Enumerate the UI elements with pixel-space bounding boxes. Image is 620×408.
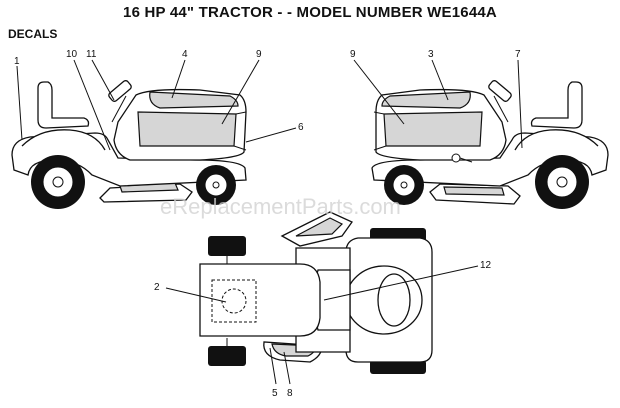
leader-9a [221, 59, 260, 125]
leader-5 [269, 347, 277, 385]
callout-6: 6 [298, 122, 304, 133]
callout-1: 1 [14, 56, 20, 67]
leader-1 [16, 65, 23, 141]
callout-11: 11 [86, 49, 97, 60]
tractor-right-side-view [353, 59, 609, 209]
tractor-left-side-view [11, 59, 297, 209]
leader-8 [283, 351, 291, 385]
callout-7: 7 [515, 49, 521, 60]
leader-11 [91, 59, 115, 101]
leader-9b [353, 59, 405, 125]
callout-5: 5 [272, 388, 278, 399]
callout-9-left: 9 [256, 49, 262, 60]
diagram-title: 16 HP 44" TRACTOR - - MODEL NUMBER WE164… [123, 4, 497, 21]
leader-6 [245, 127, 297, 143]
callout-4: 4 [182, 49, 188, 60]
callout-12: 12 [480, 260, 492, 271]
callout-10: 10 [66, 49, 78, 60]
leader-2 [165, 287, 227, 303]
section-label: DECALS [8, 27, 58, 41]
callout-9-right: 9 [350, 49, 356, 60]
leader-3 [431, 59, 449, 101]
leader-12 [323, 265, 479, 301]
leader-7 [517, 59, 523, 149]
tractor-top-view [165, 211, 479, 385]
leader-4 [171, 59, 186, 99]
leader-10 [73, 59, 111, 151]
watermark-text: eReplacementParts.com [160, 194, 401, 219]
callout-8: 8 [287, 388, 293, 399]
callout-2: 2 [154, 282, 160, 293]
callout-3: 3 [428, 49, 434, 60]
